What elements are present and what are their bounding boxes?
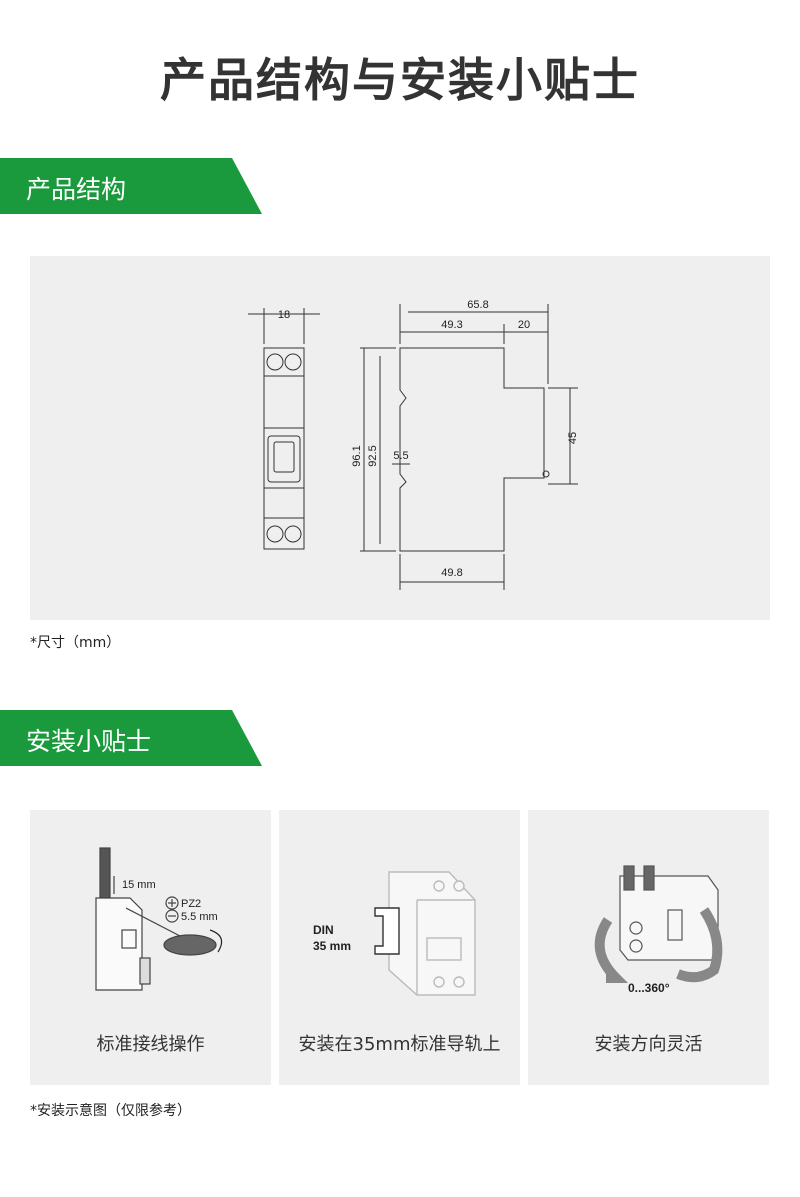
din-size-label: 35 mm [313,939,351,953]
dim-45: 45 [567,432,579,444]
dim-96-1: 96.1 [351,445,363,466]
terminal-bottom-right [284,525,302,543]
section-title-install: 安装小贴士 [26,727,152,756]
dimension-drawing: 18 65.8 49.3 20 96.1 92.5 5.5 45 49.8 [248,299,579,590]
wiring-illustration: 15 mm PZ2 5.5 mm [95,847,223,991]
terminal-top-left [266,353,284,371]
dim-65-8: 65.8 [467,299,488,311]
terminal-bottom-left [266,525,284,543]
install-card-din: DIN 35 mm 安装在35mm标准导轨上 [279,810,520,1085]
strip-length-label: 15 mm [122,879,156,891]
din-label: DIN [313,923,334,937]
phillips-icon [165,896,179,910]
front-view-handle [267,435,301,483]
install-card-orientation: 0...360° 安装方向灵活 [528,810,769,1085]
breaker-side-icon [95,897,143,991]
stripped-wire-icon [99,847,111,899]
dim-49-8: 49.8 [441,567,462,579]
card-caption-wiring: 标准接线操作 [96,1034,205,1055]
structure-drawing-panel: 18 65.8 49.3 20 96.1 92.5 5.5 45 49.8 [30,256,770,620]
dim-18: 18 [278,309,290,321]
screwdriver-icon [163,934,217,956]
angle-label: 0...360° [628,981,670,995]
din-illustration: DIN 35 mm [313,871,476,996]
flat-size-label: 5.5 mm [181,911,218,923]
dim-20: 20 [518,319,530,331]
dim-92-5: 92.5 [367,445,379,466]
dim-5-5: 5.5 [393,450,408,462]
install-card-wiring: 15 mm PZ2 5.5 mm 标准接线操作 [30,810,271,1085]
section-banner-install: 安装小贴士 [0,710,262,766]
breaker-front-icon [388,871,476,996]
install-reference-note: *安装示意图（仅限参考） [30,1103,191,1119]
din-rail-icon [374,907,400,955]
card-caption-din: 安装在35mm标准导轨上 [298,1034,501,1055]
card-caption-orientation: 安装方向灵活 [594,1034,703,1055]
section-banner-structure: 产品结构 [0,158,262,214]
rotate-left-icon [594,917,629,983]
dim-49-3: 49.3 [441,319,462,331]
dimension-unit-note: *尺寸（mm） [30,635,121,651]
orientation-illustration: 0...360° [594,865,723,995]
side-view-body [399,347,545,552]
terminal-top-right [284,353,302,371]
rotate-right-icon [676,907,723,983]
flat-head-icon [165,909,179,923]
page-title: 产品结构与安装小贴士 [160,53,640,107]
section-title-structure: 产品结构 [26,175,127,204]
pz2-label: PZ2 [181,898,201,910]
front-view-body [263,347,305,550]
